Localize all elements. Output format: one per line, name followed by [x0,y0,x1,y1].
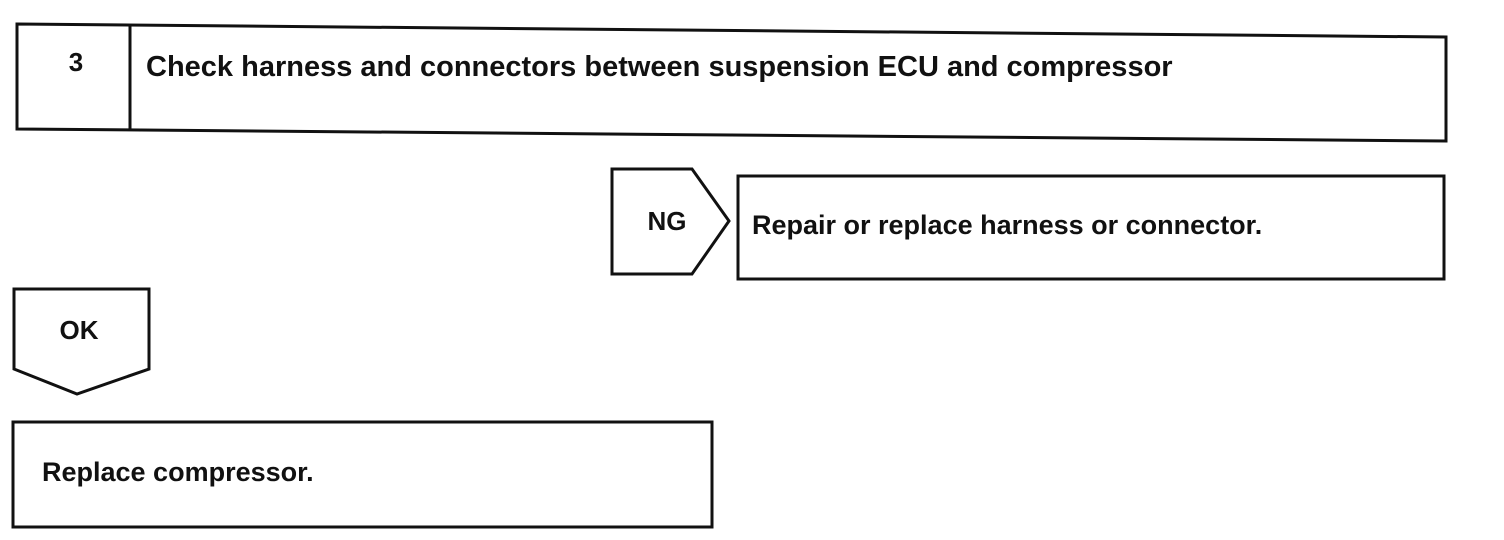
ng-label: NG [648,206,687,236]
step-header: 3 Check harness and connectors between s… [15,22,1448,143]
ng-action-text: Repair or replace harness or connector. [752,210,1262,240]
ok-arrow-marker [12,287,151,396]
ng-branch: NG Repair or replace harness or connecto… [610,167,1446,281]
ng-arrow-marker [610,167,731,276]
ok-action-text: Replace compressor. [42,457,314,487]
step-title: Check harness and connectors between sus… [146,51,1173,83]
ok-label: OK [60,315,99,345]
ng-action-box [736,174,1446,281]
step-number: 3 [69,47,83,77]
step-header-frame [15,22,1448,143]
ok-action-box [11,420,714,529]
ok-branch: OK Replace compressor. [11,287,714,529]
